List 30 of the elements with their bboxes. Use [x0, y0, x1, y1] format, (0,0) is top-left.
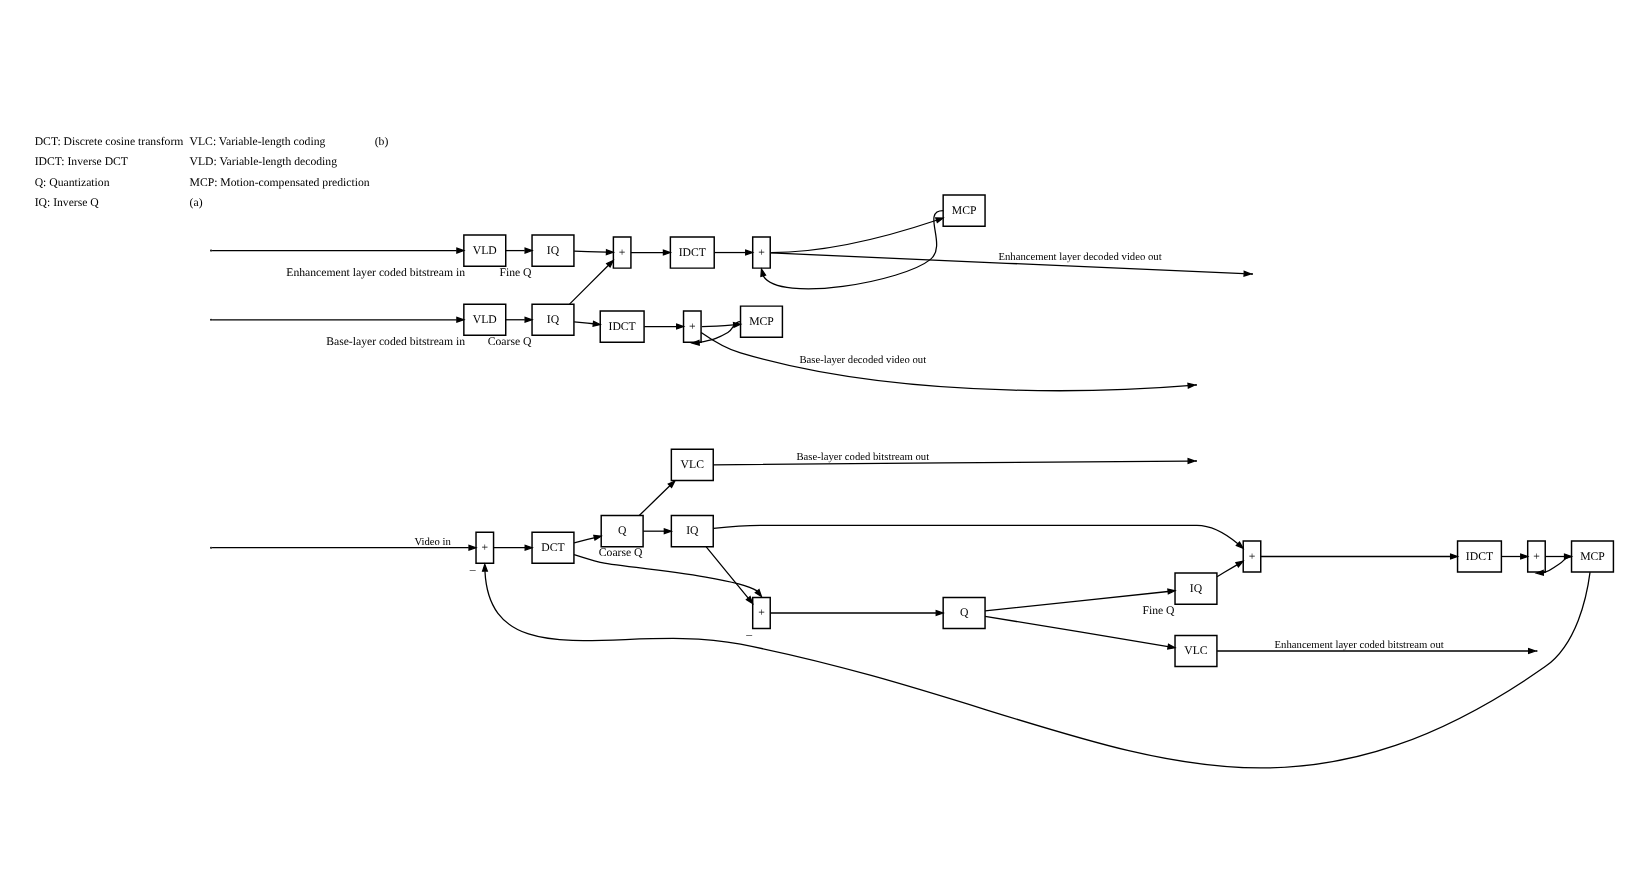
arrow	[573, 534, 603, 544]
arrow	[211, 316, 466, 324]
arrow	[712, 524, 1245, 550]
arrow	[1500, 553, 1530, 560]
arrow	[568, 259, 615, 305]
arrow	[984, 615, 1177, 650]
arrow	[630, 249, 673, 256]
arrow	[713, 249, 755, 256]
arrow	[638, 479, 677, 517]
arrow	[573, 248, 616, 256]
arrow	[505, 247, 534, 254]
arrow	[505, 316, 534, 324]
arrow	[984, 588, 1177, 612]
arrow	[573, 553, 763, 598]
arrow	[769, 609, 945, 617]
arrow	[211, 544, 478, 551]
arrow	[573, 320, 602, 327]
arrow	[712, 457, 1197, 466]
arrow	[211, 247, 466, 254]
arrow	[769, 252, 1253, 277]
arrow	[700, 331, 1197, 392]
arrow	[1216, 647, 1538, 655]
arrow	[705, 546, 754, 605]
arrow	[642, 527, 674, 535]
arrow	[1216, 560, 1245, 578]
arrow	[1260, 553, 1460, 560]
arrow	[481, 562, 1591, 768]
arrow	[760, 210, 944, 290]
arrow	[643, 323, 686, 330]
arrow	[493, 544, 534, 551]
